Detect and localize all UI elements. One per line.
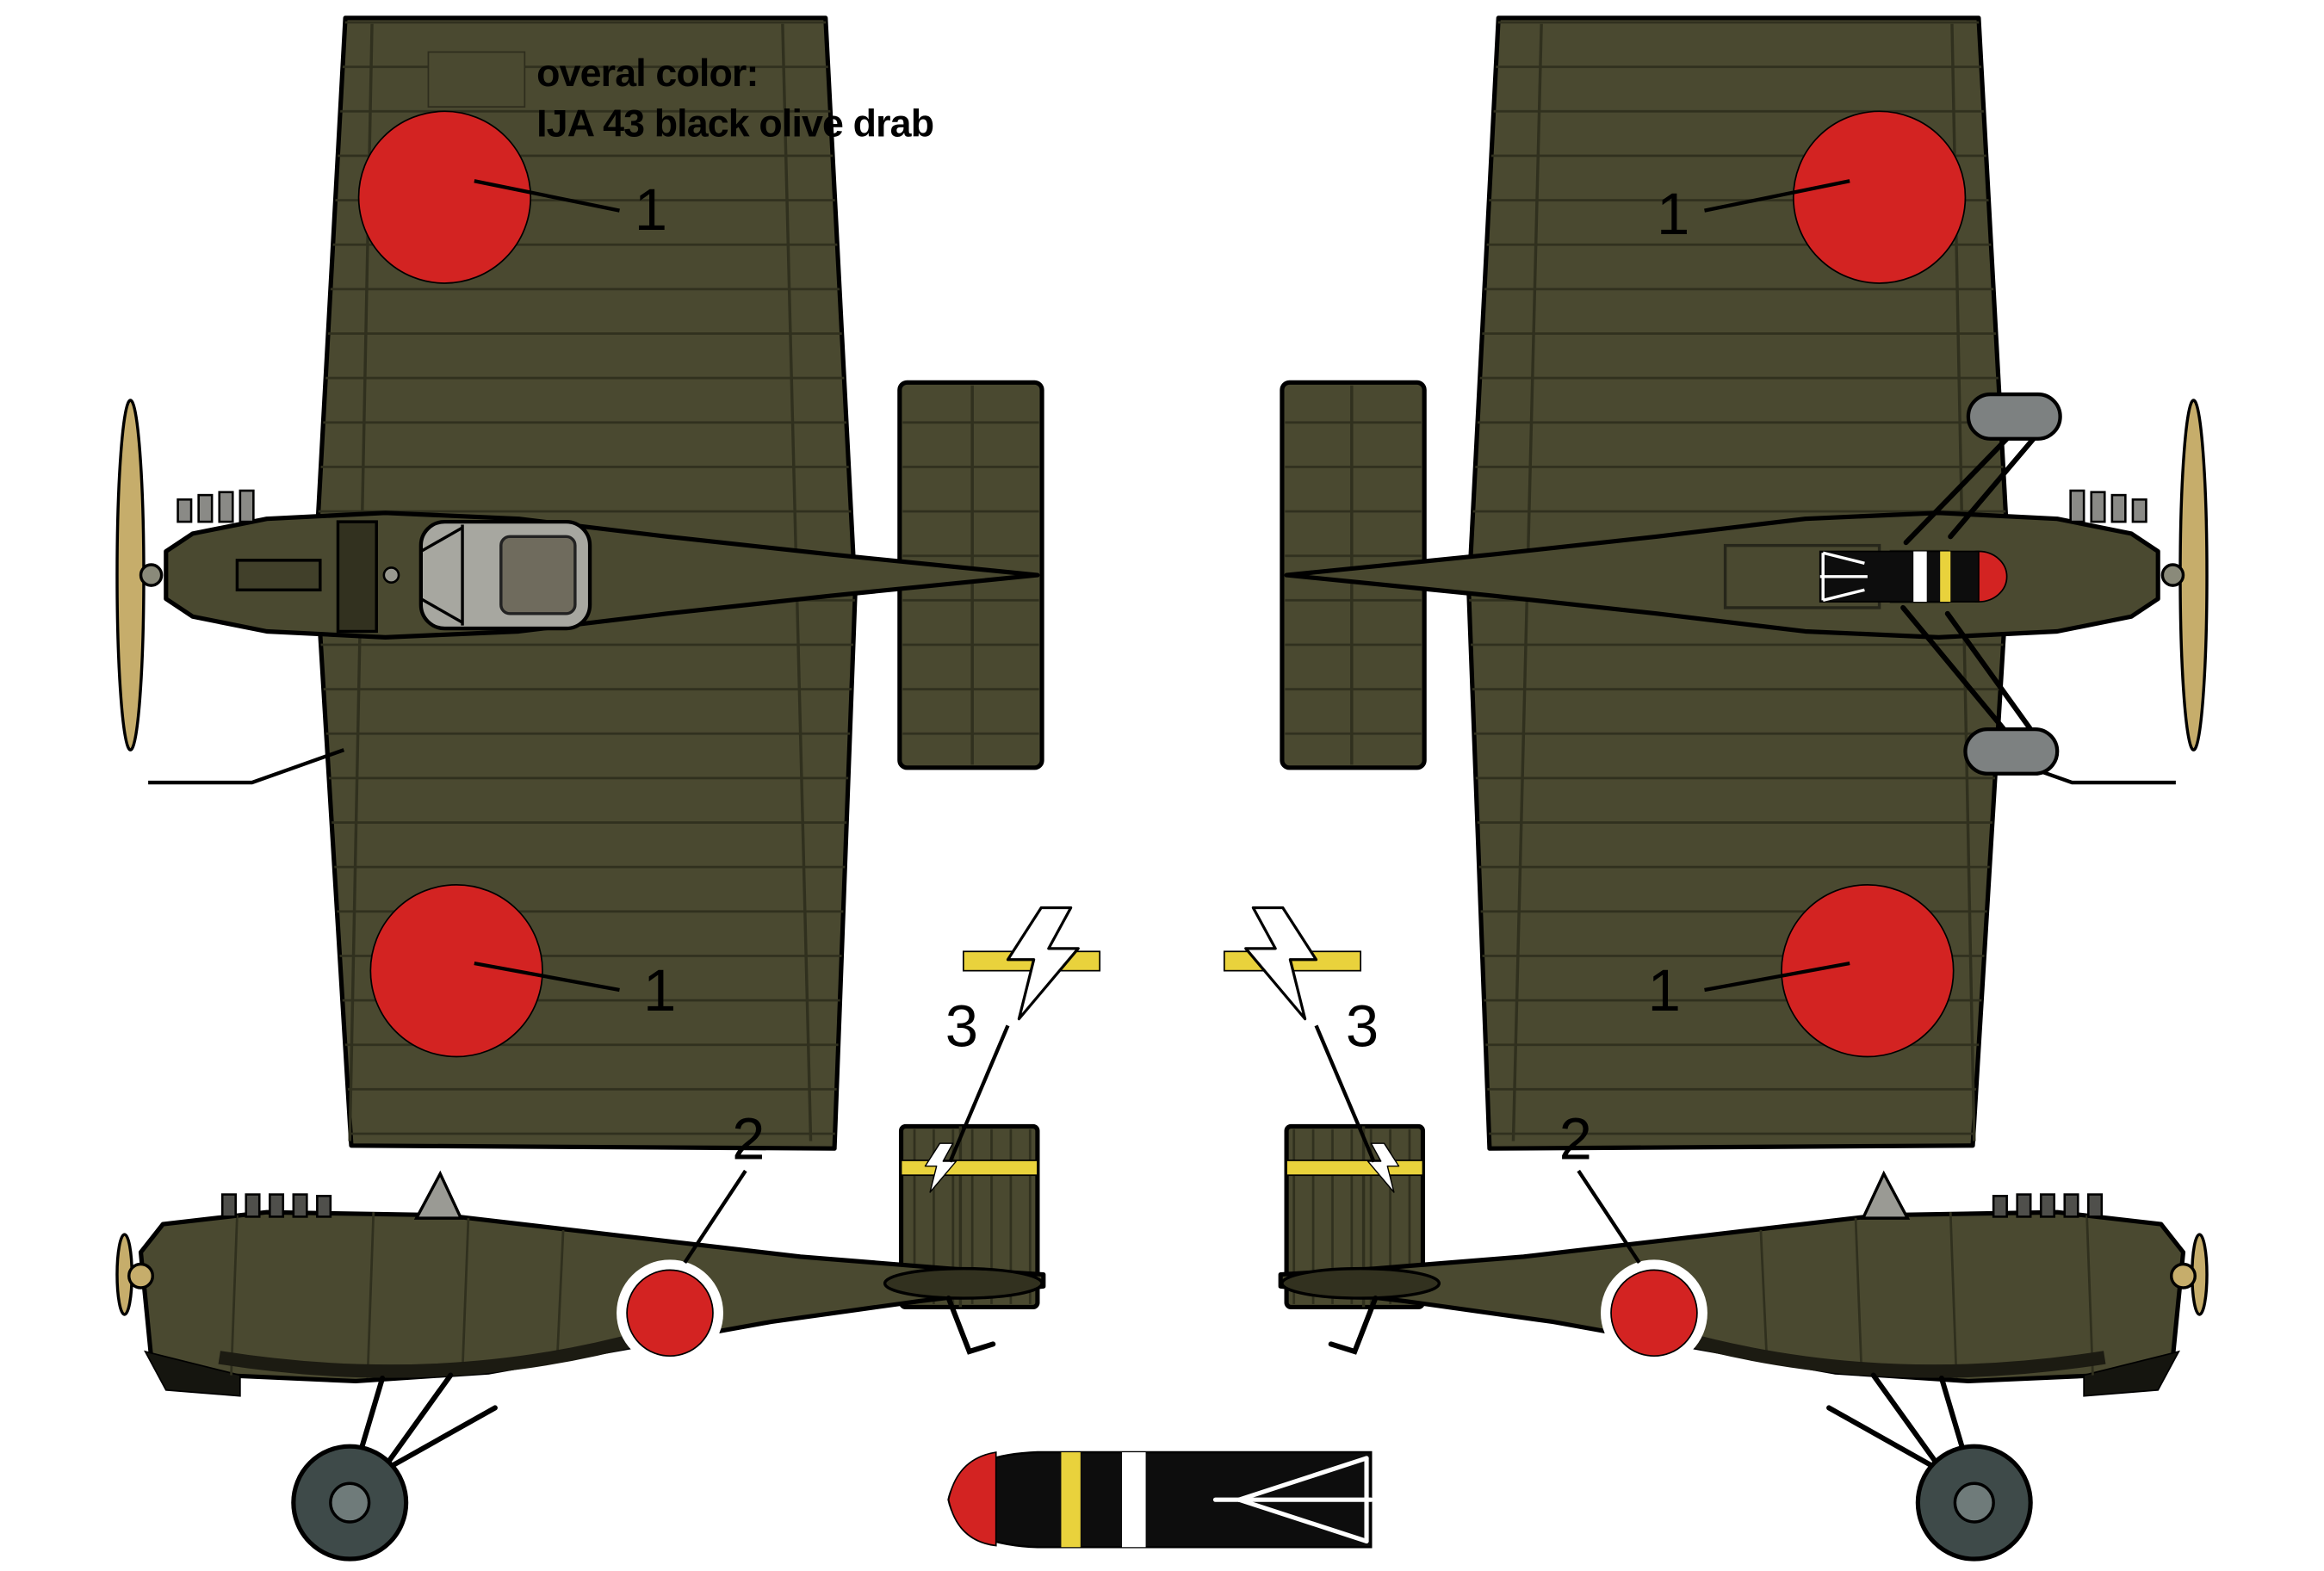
bomb-nose-cap [947, 1451, 997, 1547]
bomb-under-fuselage [1819, 550, 2008, 603]
cockpit-canopy [418, 519, 592, 631]
callout-2-fuselage-right: 2 [1559, 1105, 1592, 1172]
wheel-bottom-view [1966, 392, 2062, 441]
color-legend: overal color: IJA 43 black olive drab [427, 51, 934, 145]
callout-3-fin-left: 3 [945, 993, 978, 1059]
bomb-white-band [1122, 1452, 1146, 1548]
callout-1-wing-top-right: 1 [1657, 181, 1689, 247]
bomb-fin-outline [1212, 1456, 1373, 1543]
legend-line2: IJA 43 black olive drab [536, 102, 933, 145]
wheel-bottom-view [1963, 727, 2060, 776]
callout-2-fuselage-left: 2 [732, 1105, 765, 1172]
legend-color-swatch [427, 51, 526, 108]
callout-1-wing-bottom-right: 1 [1648, 957, 1681, 1024]
airframe-plan [1282, 18, 2207, 1148]
gun-sight [382, 566, 400, 584]
bomb-detail [947, 1450, 1373, 1549]
legend-line1: overal color: [536, 52, 758, 95]
callout-1-wing-bottom-left: 1 [643, 957, 676, 1024]
landing-gear-bottom [1900, 392, 2062, 776]
gun-trough [235, 559, 322, 592]
bottom-view-aircraft [1282, 18, 2207, 1148]
engine-panel [336, 520, 378, 634]
callout-3-fin-right: 3 [1346, 993, 1379, 1059]
callout-1-wing-top-left: 1 [635, 176, 667, 243]
top-view-aircraft [117, 18, 1042, 1148]
bomb-yellow-band [1061, 1452, 1081, 1548]
